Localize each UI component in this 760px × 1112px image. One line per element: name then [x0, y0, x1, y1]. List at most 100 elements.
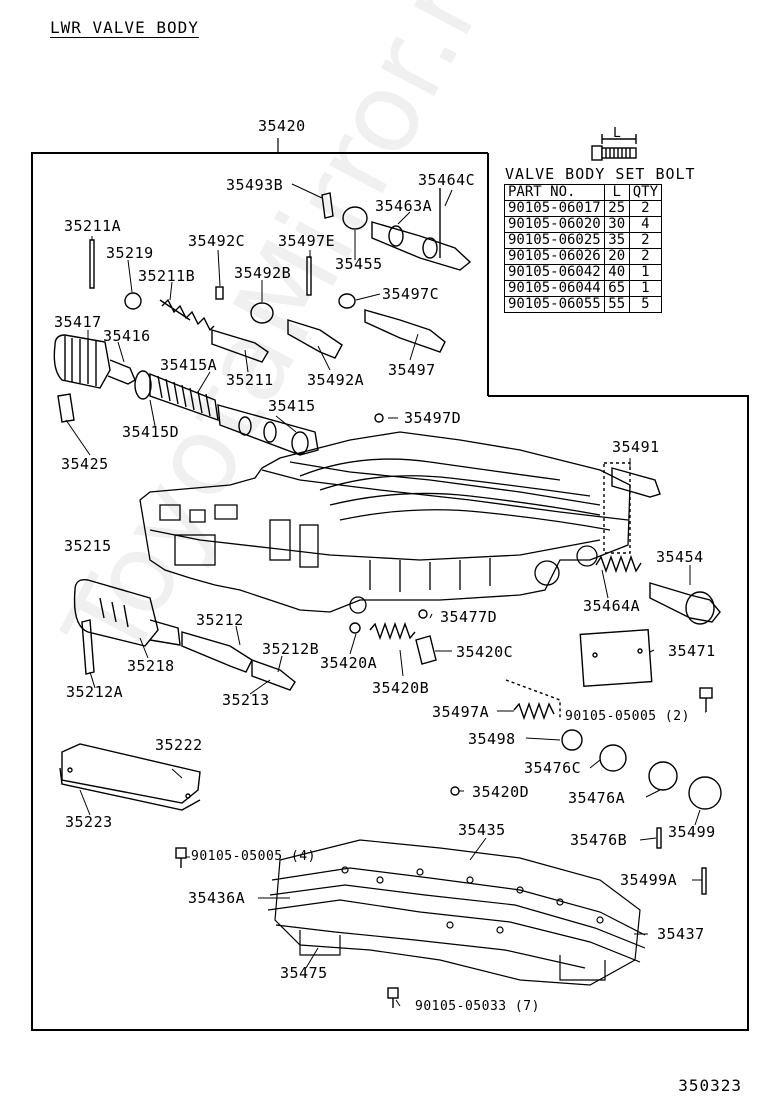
part-label: 35492B [234, 264, 292, 282]
pin-35211A [89, 239, 95, 289]
part-label: 35425 [61, 455, 109, 473]
cell-qty: 2 [628, 248, 663, 265]
pin-35493B [321, 192, 334, 219]
part-label: 35211B [138, 267, 196, 285]
part-label: 35420 [258, 117, 306, 135]
part-label: 35415 [268, 397, 316, 415]
bolt-icon [591, 134, 637, 161]
part-label: 35475 [280, 964, 328, 982]
plug-35498 [561, 729, 583, 751]
part-label: 35492C [188, 232, 246, 250]
cell-part: 90105-06026 [504, 248, 605, 265]
pin-35212A [81, 619, 95, 675]
cell-qty: 4 [628, 216, 663, 233]
part-label: 35420B [372, 679, 430, 697]
bolt-90105-05005-4 [175, 847, 187, 868]
cell-part: 90105-06055 [504, 296, 605, 313]
part-label: 90105-05005 (2) [565, 709, 690, 724]
part-label: 35223 [65, 813, 113, 831]
spool-35211 [211, 329, 269, 363]
cell-l: 40 [603, 264, 630, 281]
part-label: 35420A [320, 654, 378, 672]
part-label: 35211 [226, 371, 274, 389]
part-label: 35219 [106, 244, 154, 262]
cell-l: 25 [603, 200, 630, 217]
plug-35499 [688, 776, 722, 810]
plug-35497C [338, 293, 356, 309]
bolt-table-title: VALVE BODY SET BOLT [505, 165, 696, 183]
ring-35497D [374, 413, 384, 423]
part-label: 35416 [103, 327, 151, 345]
cell-qty: 1 [628, 280, 663, 297]
part-label: 35211A [64, 217, 122, 235]
part-label: 35498 [468, 730, 516, 748]
cell-part: 90105-06025 [504, 232, 605, 249]
part-label: 35497E [278, 232, 336, 250]
part-label: 35212B [262, 640, 320, 658]
part-label: 35492A [307, 371, 365, 389]
dimension-label: L [613, 126, 622, 141]
figure-number: 350323 [678, 1076, 742, 1095]
assembly-frame [31, 152, 749, 1031]
spool-35497 [364, 309, 446, 353]
cell-l: 55 [603, 296, 630, 313]
part-label: 35497D [404, 409, 462, 427]
cell-l: 35 [603, 232, 630, 249]
cell-qty: 2 [628, 200, 663, 217]
ring-35477D [418, 609, 428, 619]
header-qty: QTY [628, 184, 663, 201]
part-label: 35476A [568, 789, 626, 807]
part-label: 35493B [226, 176, 284, 194]
part-label: 35497A [432, 703, 490, 721]
header-l: L [603, 184, 630, 201]
plate-35471 [579, 628, 653, 688]
part-label: 35436A [188, 889, 246, 907]
part-label: 35435 [458, 821, 506, 839]
part-label: 35476C [524, 759, 582, 777]
part-label: 35497 [388, 361, 436, 379]
part-label: 35464A [583, 597, 641, 615]
part-label: 35215 [64, 537, 112, 555]
page-title: LWR VALVE BODY [50, 18, 199, 37]
plug-35492B [250, 302, 274, 324]
bolt-90105-05005-2 [699, 687, 713, 712]
spring-35211B [159, 298, 215, 332]
pin-35476B [656, 827, 662, 849]
plug-35476A [648, 761, 678, 791]
part-label: 35471 [668, 642, 716, 660]
cover-plate [59, 743, 201, 811]
part-label: 35420D [472, 783, 530, 801]
part-label: 35476B [570, 831, 628, 849]
plug-35219 [124, 292, 142, 310]
part-label: 90105-05033 (7) [415, 999, 540, 1014]
spool-35215 [73, 579, 181, 647]
part-label: 35212 [196, 611, 244, 629]
part-label: 35218 [127, 657, 175, 675]
part-label: 35213 [222, 691, 270, 709]
clip-35420C [415, 635, 437, 665]
part-label: 35437 [657, 925, 705, 943]
bolt-90105-05033-7 [387, 987, 399, 1008]
cell-part: 90105-06044 [504, 280, 605, 297]
cell-part: 90105-06042 [504, 264, 605, 281]
part-label: 35499 [668, 823, 716, 841]
valve-body-housing [139, 431, 631, 614]
part-label: 35420C [456, 643, 514, 661]
pin-35425 [57, 393, 75, 423]
header-part-no: PART NO. [504, 184, 605, 201]
part-label: 35417 [54, 313, 102, 331]
ball-35420A [349, 622, 361, 634]
ring-35420D [450, 786, 460, 796]
bolt-table-header: PART NO. L QTY [504, 184, 663, 201]
spring-35420B [369, 621, 416, 641]
cell-part: 90105-06017 [504, 200, 605, 217]
part-label: 35463A [375, 197, 433, 215]
part-label: 35499A [620, 871, 678, 889]
